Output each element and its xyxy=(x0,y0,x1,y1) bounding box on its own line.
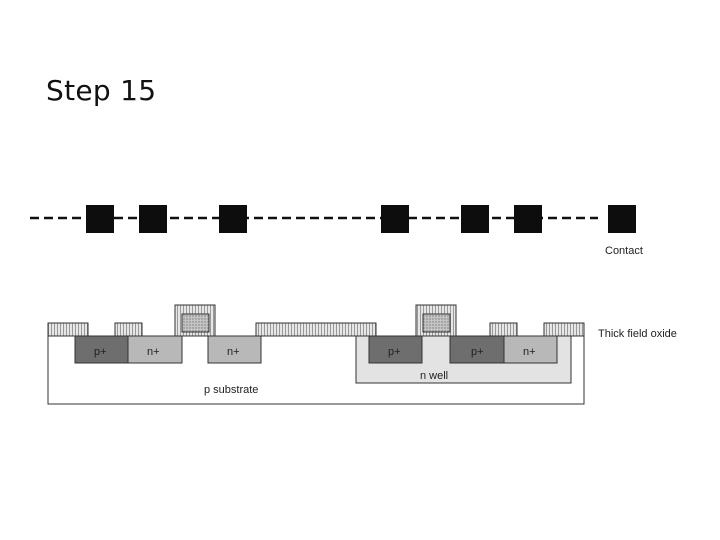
contact-label: Contact xyxy=(605,245,643,257)
diffusion-label: n+ xyxy=(227,346,240,358)
contact-square xyxy=(608,205,636,233)
field-oxide-label: Thick field oxide xyxy=(598,328,677,340)
diffusion-p-plus xyxy=(74,335,129,364)
slide-title: Step 15 xyxy=(46,74,157,107)
field-oxide xyxy=(255,322,377,337)
diffusion-label: p+ xyxy=(471,346,484,358)
diffusion-label: n+ xyxy=(523,346,536,358)
field-oxide xyxy=(114,322,143,337)
polysilicon-gate xyxy=(422,313,451,333)
contact-square xyxy=(461,205,489,233)
contact-square xyxy=(86,205,114,233)
contact-square xyxy=(514,205,542,233)
diffusion-n-plus xyxy=(207,335,262,364)
field-oxide xyxy=(489,322,518,337)
contact-mask: Contact xyxy=(30,205,643,257)
cross-section: p substrate n well p+ n+ n+ p+ p+ n+ Thi… xyxy=(47,304,677,405)
diffusion-label: p+ xyxy=(94,346,107,358)
diffusion-p-plus xyxy=(449,335,505,364)
diffusion-label: p+ xyxy=(388,346,401,358)
diffusion-n-plus xyxy=(503,335,558,364)
field-oxide xyxy=(543,322,585,337)
diffusion-n-plus xyxy=(127,335,183,364)
polysilicon-gate xyxy=(181,313,210,333)
field-oxide xyxy=(47,322,89,337)
contact-square xyxy=(381,205,409,233)
contact-square xyxy=(219,205,247,233)
well-label: n well xyxy=(420,370,448,382)
diffusion-label: n+ xyxy=(147,346,160,358)
contact-square xyxy=(139,205,167,233)
diffusion-p-plus xyxy=(368,335,423,364)
substrate-label: p substrate xyxy=(204,384,258,396)
